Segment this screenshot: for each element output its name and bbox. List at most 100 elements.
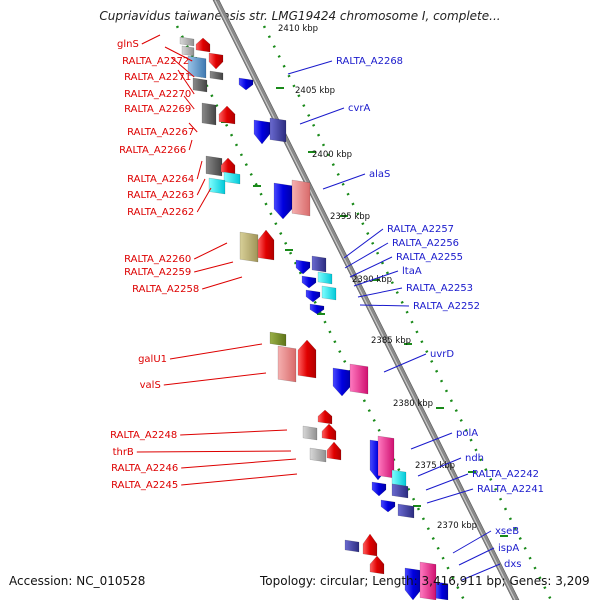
leader-line bbox=[287, 60, 333, 75]
gene-block bbox=[277, 345, 297, 383]
leader-line bbox=[322, 173, 366, 190]
kbp-tick-label: 2380 kbp bbox=[393, 399, 433, 409]
leader-line bbox=[357, 287, 403, 298]
leader-line bbox=[344, 242, 389, 269]
chromosome-backbone bbox=[212, 0, 520, 600]
gene-label-right[interactable]: RALTA_A2255 bbox=[396, 252, 463, 263]
leader-line bbox=[193, 242, 228, 260]
right-track-dots bbox=[262, 25, 553, 600]
gene-block bbox=[317, 271, 333, 285]
gene-block bbox=[223, 171, 241, 185]
gene-label-left[interactable]: RALTA_A2267 bbox=[127, 127, 194, 138]
gene-label-right[interactable]: RALTA_A2241 bbox=[477, 484, 544, 495]
gene-arrow bbox=[305, 289, 321, 303]
gene-block bbox=[311, 255, 327, 273]
kbp-tick-label: 2385 kbp bbox=[371, 336, 411, 346]
gene-label-right[interactable]: RALTA_A2268 bbox=[336, 56, 403, 67]
leader-line bbox=[188, 139, 193, 151]
gene-label-right[interactable]: ispA bbox=[498, 543, 519, 554]
leader-line bbox=[141, 34, 161, 45]
gene-arrow bbox=[317, 409, 333, 425]
gene-label-left[interactable]: RALTA_A2263 bbox=[127, 190, 194, 201]
gene-label-left[interactable]: RALTA_A2264 bbox=[127, 174, 194, 185]
gene-label-right[interactable]: RALTA_A2253 bbox=[406, 283, 473, 294]
leader-line bbox=[349, 256, 393, 278]
gene-block bbox=[192, 77, 208, 93]
leader-line bbox=[171, 57, 195, 78]
leader-line bbox=[163, 372, 267, 386]
gene-arrow bbox=[273, 182, 293, 220]
gene-label-left[interactable]: RALTA_A2266 bbox=[119, 145, 186, 156]
gene-label-right[interactable]: polA bbox=[456, 428, 478, 439]
gene-block bbox=[321, 285, 337, 301]
accession-text: Accession: NC_010528 bbox=[9, 574, 146, 588]
gene-label-right[interactable]: xseB bbox=[495, 526, 519, 537]
leader-line bbox=[299, 107, 345, 125]
leader-line bbox=[164, 46, 193, 62]
kbp-tick-label: 2375 kbp bbox=[415, 461, 455, 471]
gene-block bbox=[187, 55, 207, 79]
gene-label-right[interactable]: RALTA_A2252 bbox=[413, 301, 480, 312]
backbone-strip bbox=[212, 0, 520, 600]
gene-label-right[interactable]: RALTA_A2256 bbox=[392, 238, 459, 249]
gene-arrow bbox=[238, 77, 254, 91]
gene-label-left[interactable]: RALTA_A2262 bbox=[127, 207, 194, 218]
gene-block bbox=[435, 581, 449, 600]
gene-label-left[interactable]: RALTA_A2270 bbox=[124, 89, 191, 100]
gene-label-left[interactable]: RALTA_A2258 bbox=[132, 284, 199, 295]
gene-label-right[interactable]: RALTA_A2257 bbox=[387, 224, 454, 235]
leader-line bbox=[196, 160, 203, 180]
gene-label-left[interactable]: RALTA_A2260 bbox=[124, 254, 191, 265]
gene-label-right[interactable]: dxs bbox=[504, 559, 521, 570]
leader-line bbox=[194, 261, 234, 273]
gene-label-left[interactable]: RALTA_A2259 bbox=[124, 267, 191, 278]
gene-arrow bbox=[220, 157, 236, 175]
leader-line bbox=[181, 473, 298, 486]
gene-arrow bbox=[404, 567, 422, 600]
gene-arrow bbox=[371, 481, 387, 497]
gene-arrow bbox=[326, 441, 342, 461]
leader-line bbox=[183, 95, 195, 110]
gene-arrow bbox=[257, 229, 275, 261]
gene-block bbox=[209, 70, 224, 81]
leader-line bbox=[196, 187, 212, 213]
gene-label-right[interactable]: alaS bbox=[369, 169, 390, 180]
gene-arrow bbox=[362, 533, 378, 557]
leader-line bbox=[452, 530, 492, 554]
gene-block bbox=[419, 561, 437, 600]
gene-label-left[interactable]: RALTA_A2245 bbox=[111, 480, 178, 491]
gene-block bbox=[269, 331, 287, 347]
leader-line bbox=[169, 343, 263, 360]
kbp-tick-label: 2405 kbp bbox=[295, 86, 335, 96]
gene-label-left[interactable]: galU1 bbox=[138, 354, 167, 365]
gene-label-left[interactable]: thrB bbox=[113, 447, 134, 458]
gene-label-left[interactable]: RALTA_A2269 bbox=[124, 104, 191, 115]
gene-label-left[interactable]: valS bbox=[140, 380, 161, 391]
gene-block bbox=[344, 539, 360, 553]
gene-label-left[interactable]: RALTA_A2272 bbox=[122, 56, 189, 67]
leader-line bbox=[136, 450, 292, 453]
gene-label-left[interactable]: glnS bbox=[117, 39, 139, 50]
gene-arrow bbox=[253, 119, 271, 145]
gene-label-left[interactable]: RALTA_A2248 bbox=[110, 430, 177, 441]
gene-glnS-block bbox=[179, 36, 195, 47]
leader-line bbox=[458, 547, 495, 566]
gene-block bbox=[349, 363, 369, 395]
gene-label-right[interactable]: uvrD bbox=[430, 349, 454, 360]
gene-block bbox=[309, 447, 327, 463]
leader-line bbox=[410, 432, 453, 450]
gene-label-right[interactable]: cvrA bbox=[348, 103, 371, 114]
gene-label-left[interactable]: RALTA_A2271 bbox=[124, 72, 191, 83]
gene-label-right[interactable]: ndh bbox=[465, 453, 484, 464]
gene-arrow bbox=[295, 259, 311, 275]
gene-arrow bbox=[309, 303, 325, 315]
gene-label-right[interactable]: RALTA_A2242 bbox=[472, 469, 539, 480]
kbp-tick-label: 2395 kbp bbox=[330, 212, 370, 222]
gene-label-left[interactable]: RALTA_A2246 bbox=[111, 463, 178, 474]
gene-features bbox=[179, 36, 449, 600]
gene-arrow bbox=[332, 367, 352, 397]
gene-block bbox=[377, 435, 395, 479]
gene-label-right[interactable]: ltaA bbox=[402, 266, 422, 277]
kbp-tick-label: 2400 kbp bbox=[312, 150, 352, 160]
